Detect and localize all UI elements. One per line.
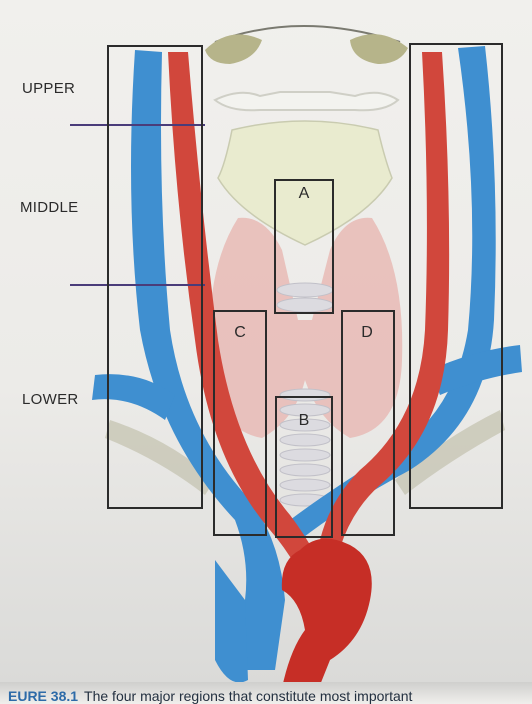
figure-caption: EURE 38.1 The four major regions that con… (8, 688, 528, 704)
figure-number: EURE 38.1 (8, 688, 78, 704)
box-label-a: A (289, 185, 319, 203)
left-gland (205, 34, 262, 64)
region-label-upper: UPPER (22, 80, 75, 97)
box-label-d: D (352, 324, 382, 342)
region-label-middle: MIDDLE (20, 199, 78, 216)
right-gland (350, 34, 408, 64)
box-label-c: C (225, 324, 255, 342)
brachiocephalic-vein (215, 560, 248, 683)
caption-body: The four major regions that constitute m… (84, 688, 412, 704)
region-label-lower: LOWER (22, 391, 79, 408)
box-label-b: B (289, 412, 319, 430)
aortic-arch (282, 539, 372, 690)
hyoid-bone (215, 92, 398, 110)
